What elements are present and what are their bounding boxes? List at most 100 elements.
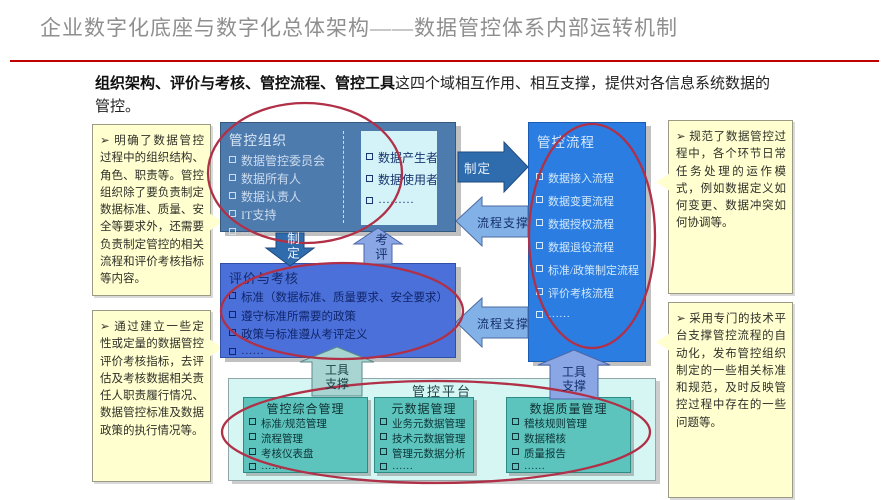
item-label: ······	[548, 311, 570, 323]
square-bullet-icon	[536, 311, 543, 318]
item-label: 数据所有人	[241, 172, 302, 186]
list-item: 数据授权流程	[536, 214, 645, 237]
note-pointer	[656, 173, 670, 191]
square-bullet-icon	[229, 174, 236, 181]
square-bullet-icon	[249, 418, 256, 425]
square-bullet-icon	[229, 192, 236, 199]
item-label: ·········	[378, 195, 414, 209]
item-label: 数据管控委员会	[241, 154, 326, 168]
item-label: 数据使用者	[378, 173, 439, 187]
item-label: 技术元数据管理	[392, 434, 466, 445]
list-item: 质量报告	[507, 447, 630, 462]
square-bullet-icon	[249, 433, 256, 440]
item-label: ······	[524, 464, 545, 475]
item-label: 质量报告	[524, 449, 566, 460]
square-bullet-icon	[536, 173, 543, 180]
square-bullet-icon	[249, 448, 256, 455]
data-actors-box: 数据产生者 数据使用者 ·········	[361, 131, 439, 225]
item-label: ······	[261, 464, 282, 475]
note-text: 采用专门的技术平台支撑管控流程的自动化，发布管控组织制定的一些相关标准和规范，及…	[676, 313, 786, 429]
tool-support-label-right: 工具支撑	[561, 365, 586, 393]
list-item: 评价考核流程	[536, 283, 645, 306]
square-bullet-icon	[366, 197, 373, 204]
square-bullet-icon	[380, 433, 387, 440]
item-label: 数据接入流程	[548, 173, 614, 185]
item-label: 数据退役流程	[548, 242, 614, 254]
square-bullet-icon	[249, 463, 256, 470]
note-right-top: ➢规范了数据管控过程中，各个环节日常任务处理的运作模式，例如数据定义如何变更、数…	[656, 120, 793, 294]
title-divider	[10, 60, 879, 62]
make-right-arrow-label: 制定	[464, 162, 492, 176]
arrow-bullet-icon: ➢	[676, 131, 686, 143]
item-label: 标准/政策制定流程	[548, 265, 640, 277]
platform-box: 管控平台 管控综合管理 标准/规范管理 流程管理 考核仪表盘 ······ 元数…	[228, 378, 656, 481]
item-label: 标准/规范管理	[261, 419, 327, 430]
list-item: 数据使用者	[361, 169, 439, 191]
item-label: 流程管理	[261, 434, 303, 445]
item-label: 标准（数据标准、质量要求、安全要求）	[241, 292, 448, 304]
square-bullet-icon	[536, 219, 543, 226]
list-item: 业务元数据管理	[375, 417, 473, 432]
list-item: ······	[244, 462, 367, 477]
platform-sub-box-metadata: 元数据管理 业务元数据管理 技术元数据管理 管理元数据分析 ······	[374, 397, 474, 475]
square-bullet-icon	[229, 156, 236, 163]
item-label: IT支持	[241, 208, 277, 222]
note-right-bottom: ➢采用专门的技术平台支撑管控流程的自动化，发布管控组织制定的一些相关标准和规范，…	[656, 302, 793, 498]
intro-paragraph: 组织架构、评价与考核、管控流程、管控工具这四个域相互作用、相互支撑，提供对各信息…	[95, 73, 775, 118]
square-bullet-icon	[512, 463, 519, 470]
list-item: 数据产生者	[361, 147, 438, 169]
square-bullet-icon	[229, 329, 236, 336]
list-item: ······	[536, 306, 645, 329]
square-bullet-icon	[229, 210, 236, 217]
item-label: ······	[392, 464, 413, 475]
list-item: ······	[229, 345, 455, 364]
list-item: 管理元数据分析	[375, 447, 473, 462]
item-label: ······	[241, 347, 264, 360]
process-support-label-1: 流程支撑	[477, 216, 530, 230]
intro-bold-text: 组织架构、评价与考核、管控流程、管控工具	[95, 76, 396, 92]
list-item: ·········	[361, 191, 437, 213]
note-text: 明确了数据管控过程中的组织结构、角色、职责等。管控组织除了要负责制定数据标准、质…	[100, 135, 204, 285]
note-pointer	[209, 339, 223, 357]
square-bullet-icon	[380, 448, 387, 455]
square-bullet-icon	[512, 448, 519, 455]
platform-sub-box-quality: 数据质量管理 稽核规则管理 数据稽核 质量报告 ······	[506, 397, 631, 475]
list-item: 稽核规则管理	[507, 417, 630, 432]
process-support-label-2: 流程支撑	[477, 317, 530, 331]
sub-box-title: 元数据管理	[391, 402, 457, 416]
square-bullet-icon	[536, 196, 543, 203]
square-bullet-icon	[229, 228, 236, 235]
tool-support-label-left: 工具支撑	[324, 363, 349, 391]
square-bullet-icon	[366, 153, 373, 160]
evaluation-box-items: 标准（数据标准、质量要求、安全要求） 遵守标准所需要的政策 政策与标准遵从考评定…	[221, 289, 455, 363]
item-label: 政策与标准遵从考评定义	[241, 329, 368, 341]
item-label: 数据认责人	[241, 190, 302, 204]
square-bullet-icon	[366, 175, 373, 182]
sub-box-title: 管控综合管理	[266, 402, 345, 416]
square-bullet-icon	[536, 288, 543, 295]
note-text: 规范了数据管控过程中，各个环节日常任务处理的运作模式，例如数据定义如何变更、数据…	[676, 131, 786, 230]
list-item: 标准/规范管理	[244, 417, 367, 432]
arrow-bullet-icon: ➢	[100, 135, 110, 147]
item-label: 管理元数据分析	[392, 449, 466, 460]
list-item: ······	[375, 462, 473, 477]
item-label: 业务元数据管理	[392, 419, 466, 430]
square-bullet-icon	[512, 418, 519, 425]
list-item: 遵守标准所需要的政策	[229, 308, 455, 327]
process-box-title: 管控流程	[537, 135, 595, 150]
item-label: 遵守标准所需要的政策	[241, 310, 356, 323]
list-item: 考核仪表盘	[244, 447, 367, 462]
list-item: 标准（数据标准、质量要求、安全要求）	[229, 289, 455, 308]
item-label: 考核仪表盘	[261, 449, 314, 460]
square-bullet-icon	[536, 265, 543, 272]
process-box: 管控流程 数据接入流程 数据变更流程 数据授权流程 数据退役流程 标准/政策制定…	[528, 122, 646, 362]
note-left-bottom: ➢通过建立一些定性或定量的数据管控评价考核指标，去评估及考核数据相关责任人职责履…	[92, 310, 223, 482]
list-item: 数据稽核	[507, 432, 630, 447]
square-bullet-icon	[229, 347, 236, 355]
evaluation-box-title: 评价与考核	[229, 271, 300, 286]
intro-rest-text: 这四个域相互作用、相互支撑，提供对各信息系统数据的管控。	[95, 76, 771, 115]
item-label: 数据稽核	[524, 434, 566, 445]
process-box-items: 数据接入流程 数据变更流程 数据授权流程 数据退役流程 标准/政策制定流程 评价…	[529, 168, 645, 329]
page-title: 企业数字化底座与数字化总体架构——数据管控体系内部运转机制	[40, 16, 678, 40]
list-item: ······	[229, 224, 455, 242]
